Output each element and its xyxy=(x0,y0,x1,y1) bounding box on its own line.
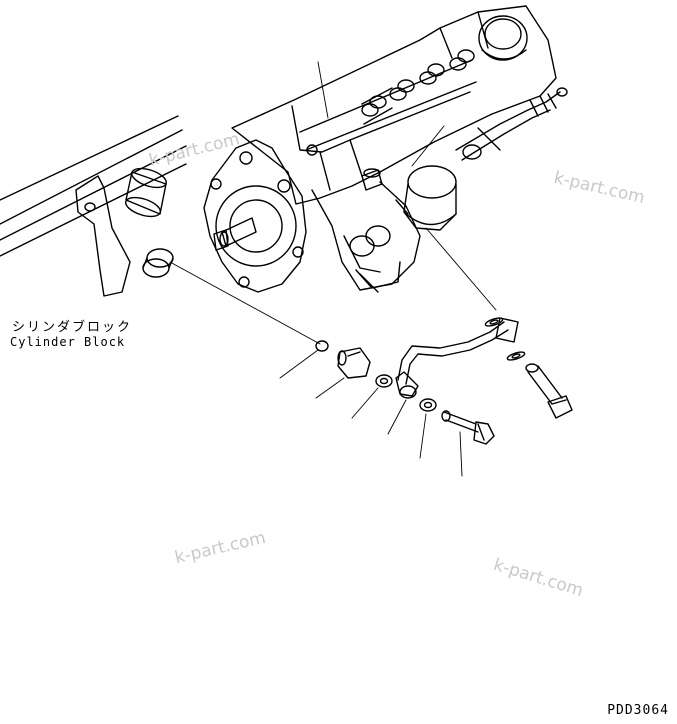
eye-bolt-lower xyxy=(441,410,495,477)
cylinder-block-outline xyxy=(0,115,187,257)
drawing-code: PDD3064 xyxy=(607,703,669,718)
leader-line-priming xyxy=(411,125,445,167)
fuel-tube xyxy=(387,317,519,435)
washer-2 xyxy=(419,398,437,459)
injection-pump-body xyxy=(231,5,557,205)
governor-housing xyxy=(311,181,421,293)
pump-side-bolt xyxy=(361,168,383,191)
connector-fitting xyxy=(315,347,371,399)
leader-line-gasket xyxy=(425,227,497,311)
delivery-valve-holders xyxy=(361,49,475,125)
pump-flange xyxy=(203,139,318,293)
plug xyxy=(279,340,329,379)
bushing xyxy=(142,248,174,278)
spacer-sleeve xyxy=(125,167,167,218)
side-fuel-line xyxy=(455,87,568,161)
priming-pump xyxy=(395,165,457,231)
leader-line-pump xyxy=(317,61,329,119)
washer-1 xyxy=(351,374,393,419)
cylinder-block-label-jp: シリンダブロック xyxy=(12,320,133,335)
bracket-plate xyxy=(75,175,131,297)
cylinder-block-label-en: Cylinder Block xyxy=(10,335,126,349)
leader-line xyxy=(169,261,321,345)
eye-bolt-upper xyxy=(525,363,573,419)
small-washer-2 xyxy=(506,351,526,361)
